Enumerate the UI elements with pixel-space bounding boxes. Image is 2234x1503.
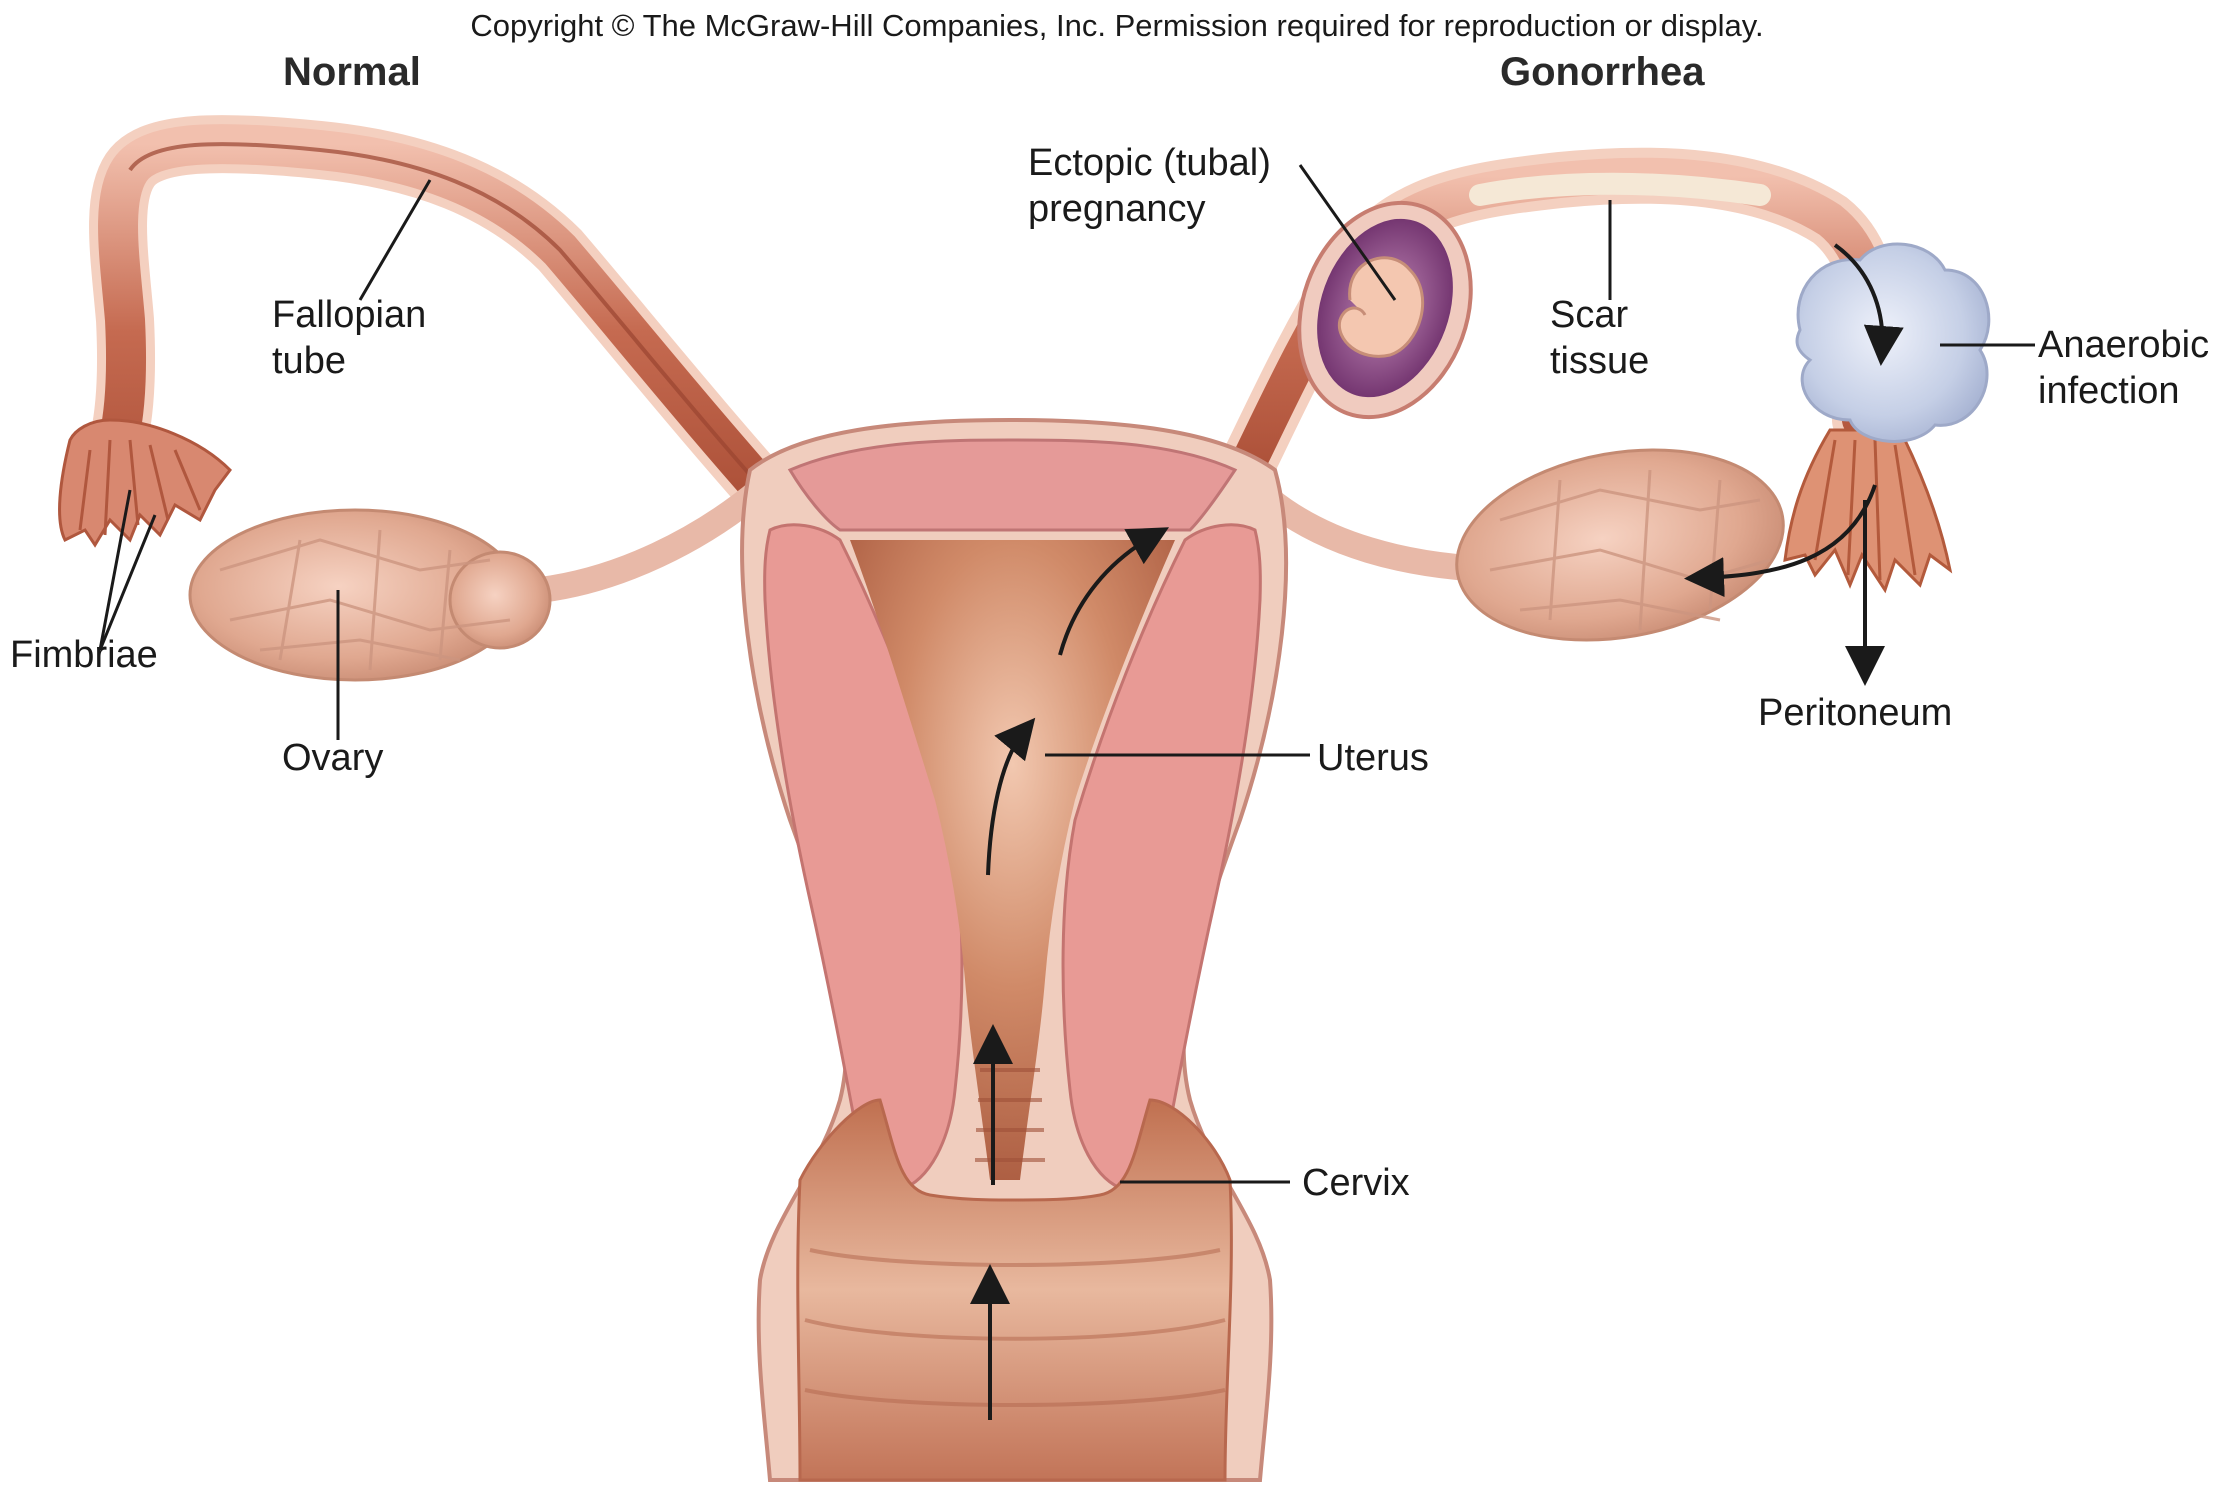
right-ovary — [1257, 448, 1785, 642]
title-normal: Normal — [283, 50, 421, 94]
label-uterus: Uterus — [1317, 737, 1429, 779]
left-ovary — [188, 477, 773, 682]
label-peritoneum: Peritoneum — [1758, 692, 1953, 734]
title-gonorrhea: Gonorrhea — [1500, 50, 1705, 94]
anaerobic-infection-mass — [1795, 242, 1991, 443]
copyright-notice: Copyright © The McGraw-Hill Companies, I… — [470, 8, 1764, 43]
label-fallopian-tube: Fallopian tube — [272, 294, 427, 382]
left-fallopian-tube — [58, 115, 819, 549]
label-ectopic-pregnancy: Ectopic (tubal) pregnancy — [1028, 142, 1271, 230]
uterus — [740, 417, 1289, 1482]
label-fimbriae: Fimbriae — [10, 634, 158, 676]
infection-path-arrows — [970, 243, 1904, 1420]
ectopic-pregnancy-sac — [1297, 200, 1473, 420]
label-scar-tissue: Scar tissue — [1550, 294, 1650, 382]
label-cervix: Cervix — [1302, 1162, 1410, 1204]
label-leader-lines — [98, 164, 2035, 1184]
label-anaerobic-infection: Anaerobic infection — [2038, 324, 2210, 412]
label-ovary: Ovary — [282, 737, 384, 779]
